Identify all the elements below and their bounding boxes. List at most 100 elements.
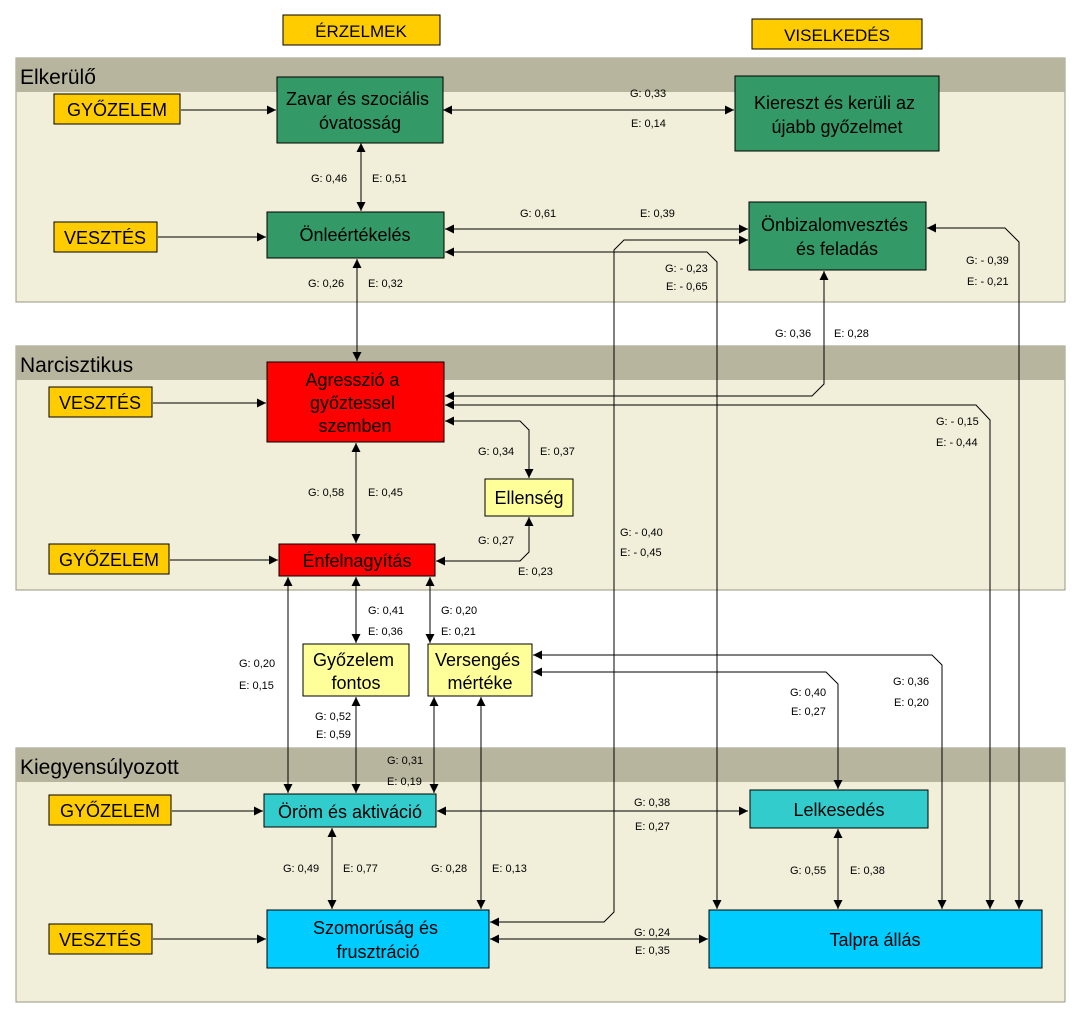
node-label-enfelnagyitas: Énfelnagyítás [302, 551, 411, 571]
node-agresszio [266, 361, 445, 443]
edge-label: E: 0,27 [791, 706, 826, 718]
input-box [53, 93, 181, 125]
header-box [751, 18, 923, 50]
input-label-vesztes: VESZTÉS [59, 930, 141, 950]
node-gyozelem-fontos [302, 643, 410, 697]
edge-label: G: 0,38 [634, 797, 670, 809]
edge-label: E: 0,20 [894, 697, 929, 709]
node-ellenseg [484, 478, 574, 517]
edge-label: E: 0,23 [518, 566, 553, 578]
node-kiereszt [734, 75, 940, 152]
edge-label: G: 0,49 [283, 863, 319, 875]
node-label-kiereszt: Kiereszt és kerüli az újabb győzelmet [754, 93, 920, 137]
header-label: ÉRZELMEK [315, 22, 407, 41]
edge-label: E: 0,59 [316, 729, 351, 741]
edge-label: E: 0,15 [239, 680, 274, 692]
node-label-ellenseg: Ellenség [494, 488, 563, 508]
edge-label: G: 0,36 [775, 328, 811, 340]
edge-szom-onbiz [490, 235, 748, 927]
edge-label: G: 0,24 [634, 927, 670, 939]
input-box [48, 386, 153, 418]
edge-label: E: 0,38 [850, 865, 885, 877]
edge-label: E: 0,36 [368, 626, 403, 638]
edge-label: G: - 0,15 [936, 416, 979, 428]
input-label-gyozelem: GYŐZELEM [67, 99, 167, 120]
edge-label: G: 0,31 [387, 755, 423, 767]
edge-label: G: 0,40 [790, 687, 826, 699]
input-boxes: GYŐZELEM VESZTÉS VESZTÉS GYŐZELEM GYŐZEL… [48, 93, 181, 955]
input-label-gyozelem: GYŐZELEM [59, 549, 159, 570]
section-header-bar [16, 346, 1065, 380]
node-onbizalomvesztes [748, 201, 927, 271]
edge-label: E: 0,77 [343, 863, 378, 875]
edge-talpra-onbiz [927, 223, 1024, 909]
node-label-orom: Öröm és aktiváció [278, 802, 422, 822]
node-szomorusag [266, 909, 490, 969]
edge-label: E: 0,27 [635, 821, 670, 833]
edge-label: E: 0,28 [834, 328, 869, 340]
input-label-vesztes: VESZTÉS [64, 228, 146, 248]
edge-label: G: 0,55 [790, 865, 826, 877]
section-panel [15, 345, 1066, 591]
section-narcisztikus: Narcisztikus [15, 345, 1066, 591]
node-versenges [427, 643, 533, 697]
edge-label: G: 0,41 [368, 605, 404, 617]
node-label-agresszio: Agresszió a győztessel szemben [305, 370, 404, 436]
node-enfelnagyitas [278, 543, 436, 577]
edge-label: E: 0,21 [441, 626, 476, 638]
input-box [53, 221, 158, 253]
section-title-narcisztikus: Narcisztikus [20, 354, 133, 377]
node-label-zavar: Zavar és szociális óvatosság [286, 89, 434, 133]
edge-label: G: 0,58 [308, 487, 344, 499]
input-label-gyozelem: GYŐZELEM [60, 800, 160, 821]
edge-label: E: 0,32 [368, 278, 403, 290]
node-label-szomorusag: Szomorúság és frusztráció [313, 918, 443, 962]
input-box [48, 794, 172, 826]
edge-label: G: - 0,39 [966, 255, 1009, 267]
header-box [282, 14, 441, 46]
node-talpra-allas [708, 909, 1043, 969]
edge-label: G: 0,27 [478, 535, 514, 547]
node-onleertekeles [266, 211, 445, 259]
edge-label: G: 0,33 [630, 88, 666, 100]
edge-label: G: 0,26 [308, 278, 344, 290]
header-label: VISELKEDÉS [784, 26, 890, 45]
input-box [48, 543, 170, 575]
nodes: Zavar és szociális óvatosság Kiereszt és… [263, 75, 1043, 969]
node-zavar [276, 76, 444, 144]
edge-label: E: - 0,45 [620, 547, 662, 559]
edge-versenges-talpra [533, 650, 947, 909]
edge-label: G: 0,34 [478, 446, 514, 458]
input-label-vesztes: VESZTÉS [59, 393, 141, 413]
node-label-lelkesedes: Lelkesedés [793, 800, 884, 820]
edge-label: G: 0,28 [431, 863, 467, 875]
header-viselkedes: VISELKEDÉS [751, 18, 923, 50]
edge-label: G: 0,20 [239, 658, 275, 670]
header-erzelmek: ÉRZELMEK [282, 14, 441, 46]
edge-label: E: 0,45 [368, 487, 403, 499]
edge-label: E: 0,13 [492, 863, 527, 875]
edge-label: E: 0,14 [631, 118, 666, 130]
node-label-talpra-allas: Talpra állás [829, 930, 920, 950]
node-label-versenges: Versengés mértéke [435, 650, 525, 693]
edge-label: E: 0,19 [387, 776, 422, 788]
edge-label: G: 0,52 [315, 711, 351, 723]
node-lelkesedes [749, 789, 929, 829]
edge-label: G: 0,20 [441, 605, 477, 617]
edge-labels: G: 0,33 E: 0,14 G: 0,46 E: 0,51 G: 0,61 … [239, 88, 1009, 957]
edge-label: E: - 0,21 [967, 276, 1009, 288]
node-label-gyozelem-fontos: Győzelem fontos [313, 650, 399, 693]
edge-label: E: 0,39 [640, 208, 675, 220]
node-orom [263, 793, 437, 828]
edge-label: G: 0,46 [311, 173, 347, 185]
edges [153, 105, 1024, 944]
input-box [48, 923, 153, 955]
edge-label: G: - 0,23 [665, 263, 708, 275]
edge-label: G: 0,36 [893, 676, 929, 688]
node-label-onbizalomvesztes: Önbizalomvesztés és feladás [761, 215, 913, 259]
node-label-onleertekeles: Önleértékelés [299, 225, 410, 245]
edge-label: E: 0,37 [540, 446, 575, 458]
edge-label: E: - 0,44 [936, 437, 978, 449]
edge-label: E: 0,35 [635, 945, 670, 957]
